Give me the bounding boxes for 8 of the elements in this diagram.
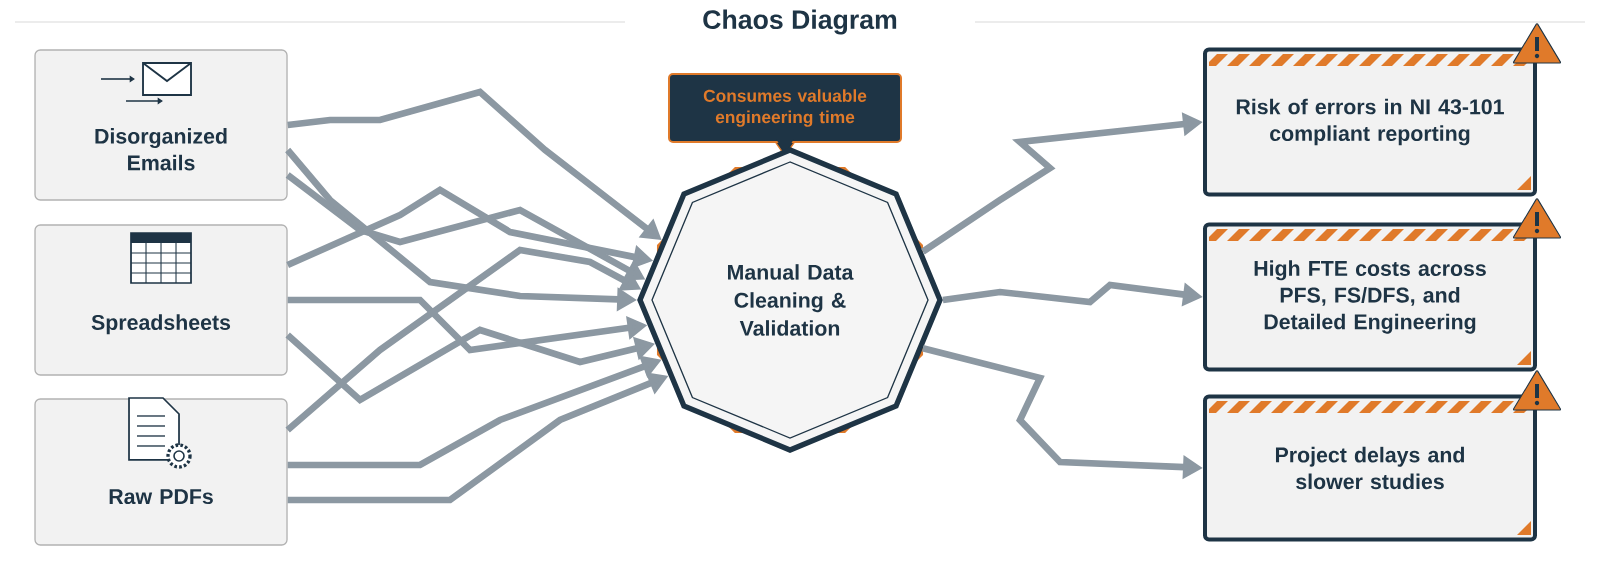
warning-box: High FTE costs across PFS, FS/DFS, and Detailed Engineering bbox=[1203, 222, 1537, 372]
source-box: Disorganized Emails bbox=[34, 49, 288, 201]
warning-box: Risk of errors in NI 43-101 compliant reporting bbox=[1203, 47, 1537, 197]
process-octagon: Manual Data Cleaning & Validation bbox=[637, 147, 943, 453]
source-box: Raw PDFs bbox=[34, 398, 288, 546]
title: Chaos Diagram bbox=[703, 9, 897, 35]
source-box: Spreadsheets bbox=[34, 224, 288, 376]
warning-box: Project delays and slower studies bbox=[1203, 394, 1537, 542]
